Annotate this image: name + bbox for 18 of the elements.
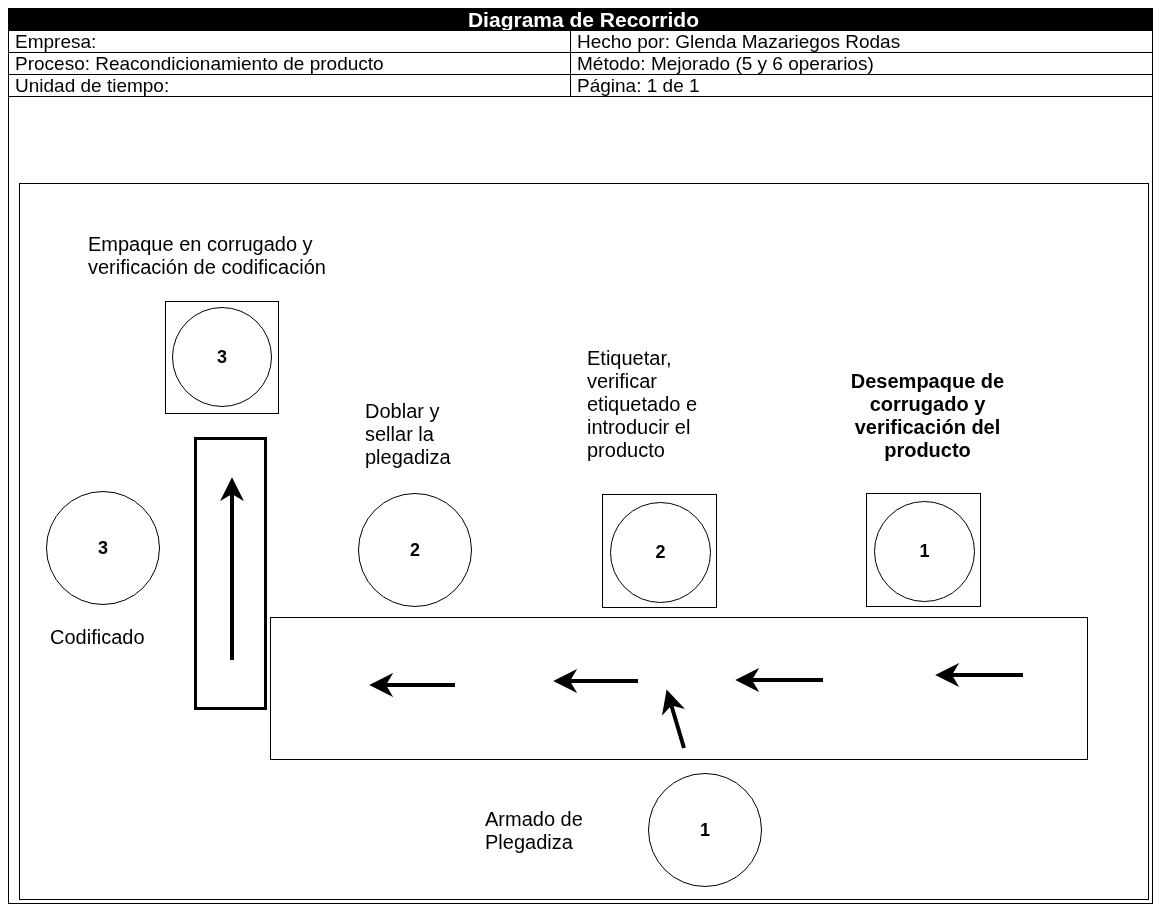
step-description: Armado de Plegadiza xyxy=(485,808,584,854)
conveyor-band xyxy=(270,617,1088,760)
step-description: Etiquetar, verificar etiquetado e introducir el producto xyxy=(587,347,699,462)
step-number: 3 xyxy=(98,537,108,559)
step-description: Codificado xyxy=(50,626,146,649)
step-number: 3 xyxy=(217,346,227,368)
step-number: 1 xyxy=(700,819,710,841)
step-number: 1 xyxy=(919,541,930,562)
step-description: Empaque en corrugado y verificación de codificación xyxy=(88,233,327,279)
inspection-square xyxy=(165,301,279,414)
step-description: Desempaque de corrugado y verificación del producto xyxy=(849,370,1006,462)
table-title: Diagrama de Recorrido xyxy=(8,8,1153,31)
inspection-square xyxy=(602,494,717,608)
step-description: Doblar y sellar la plegadiza xyxy=(365,400,452,469)
conveyor-band xyxy=(194,437,267,710)
step-number: 2 xyxy=(655,542,666,563)
step-number: 2 xyxy=(410,539,420,561)
inspection-square xyxy=(866,493,981,607)
